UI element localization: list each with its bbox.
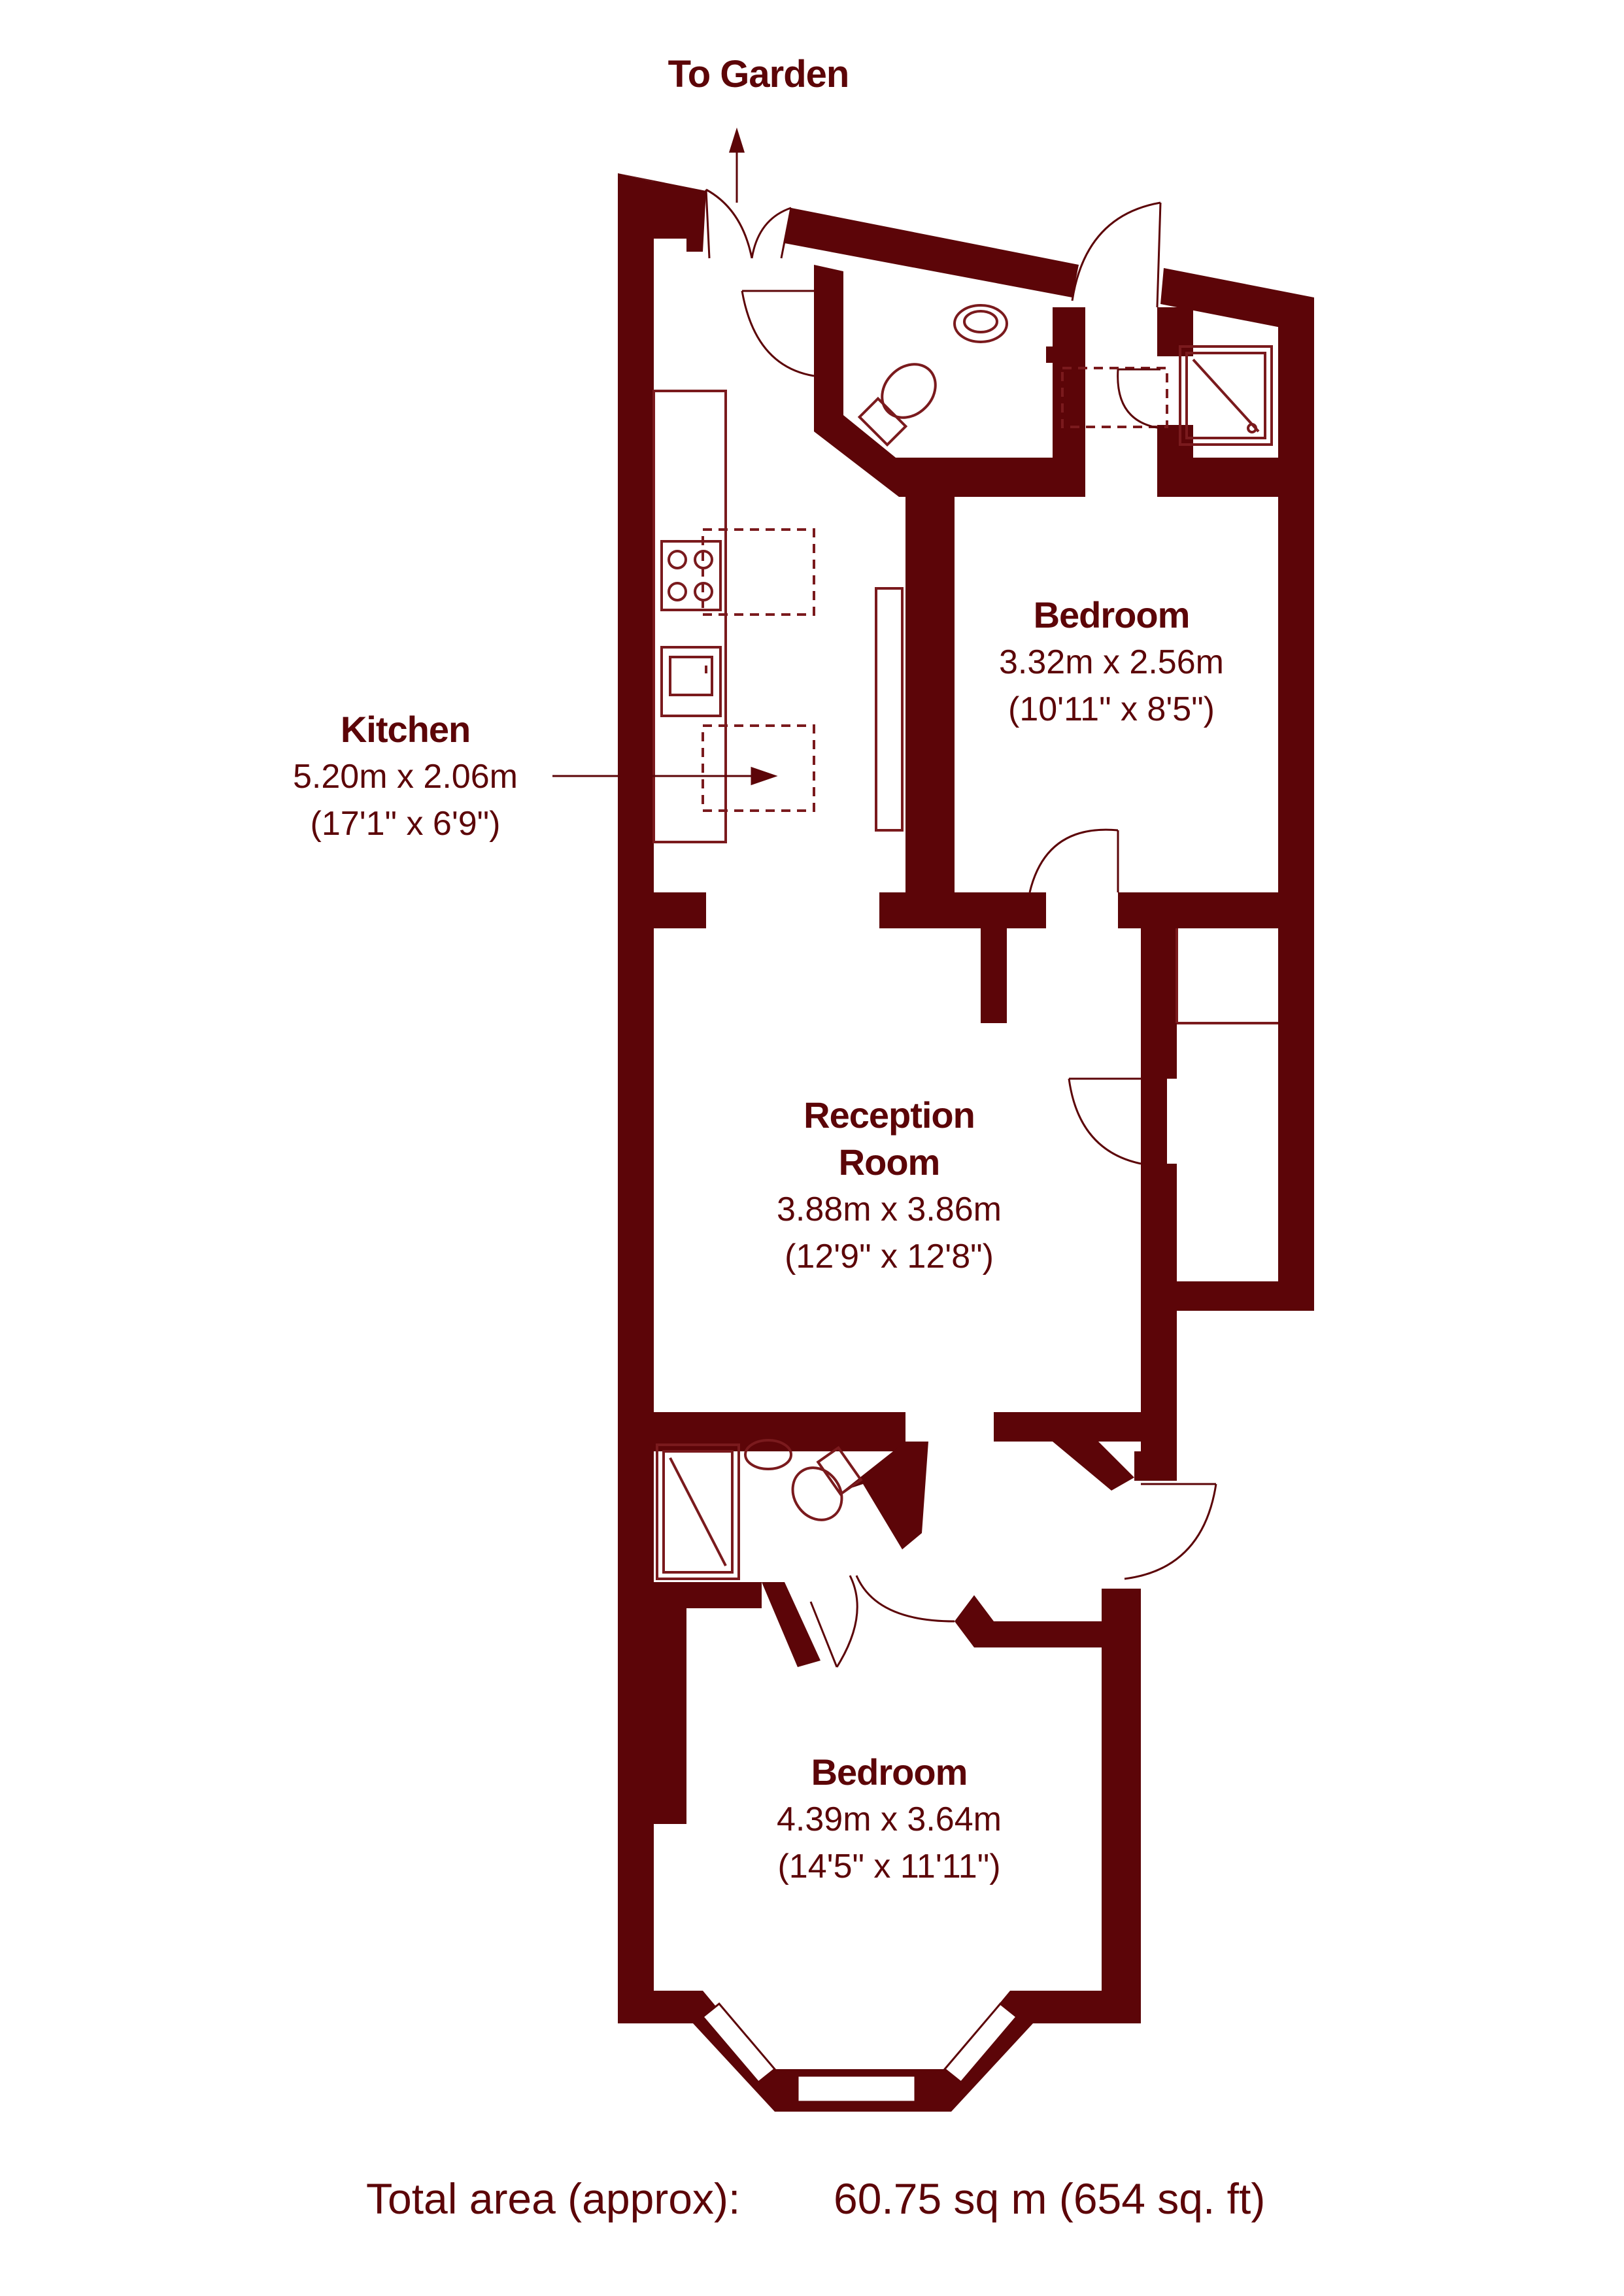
room-name-line1: Reception — [804, 1094, 975, 1136]
wc-toilet — [881, 363, 937, 419]
reception-bottom-left — [654, 1412, 905, 1442]
kitchen-reception-wall-mid — [879, 892, 1046, 928]
garden-arrow-head — [728, 127, 745, 153]
ensuite-slant-wall — [843, 1442, 928, 1549]
hall-slant — [1053, 1442, 1134, 1491]
room-name: Kitchen — [340, 709, 471, 750]
ensuite-toilet — [791, 1466, 843, 1521]
bay-windows — [701, 2002, 1019, 2103]
outer-wall-right-lower — [1102, 1589, 1141, 2023]
wc-top-wall — [814, 265, 843, 379]
dashed-appliance-1 — [702, 528, 815, 616]
kitchen-reception-wall-left — [654, 892, 706, 928]
wc-right-wall — [1053, 307, 1085, 497]
room-label-bedroom-top: Bedroom 3.32m x 2.56m (10'11" x 8'5") — [928, 592, 1294, 733]
room-metric: 3.88m x 3.86m — [777, 1190, 1002, 1228]
doors — [705, 188, 1217, 1668]
reception-bottom-right — [994, 1412, 1177, 1442]
shower-door — [1156, 202, 1162, 308]
top-wall-right — [1160, 268, 1314, 333]
wc-basin — [953, 304, 1008, 343]
bay-window-right — [943, 2002, 1019, 2084]
shower-top-left-wall — [1157, 307, 1193, 356]
room-imperial: (14'5" x 11'11") — [777, 1848, 1001, 1885]
wc-lower-wall — [814, 379, 1053, 497]
kitchen-unit — [875, 587, 904, 832]
walls — [618, 173, 1314, 2112]
room-name: Bedroom — [1033, 594, 1191, 635]
room-label-bedroom-bottom: Bedroom 4.39m x 3.64m (14'5" x 11'11") — [706, 1749, 1072, 1890]
reception-stub — [981, 928, 1007, 1023]
hall-lower-right — [955, 1595, 1105, 1647]
wc-inner — [1046, 346, 1085, 363]
fixtures — [652, 304, 1278, 1580]
garden-door-left — [705, 189, 711, 259]
room-metric: 3.32m x 2.56m — [999, 643, 1224, 681]
top-wall-kitchen — [618, 173, 706, 252]
top-wall-slanted — [785, 208, 1079, 297]
ensuite-door — [836, 1575, 858, 1668]
bedroom-bottom-wall — [1118, 892, 1314, 928]
total-area: Total area (approx): 60.75 sq m (654 sq.… — [366, 2174, 1347, 2223]
shower-wall-bottom — [1157, 458, 1281, 497]
cupboard-wall-3 — [1141, 1281, 1314, 1311]
room-name: Bedroom — [811, 1751, 968, 1793]
bay-window-center — [796, 2074, 917, 2103]
kitchen-sink — [660, 646, 722, 717]
room-imperial: (12'9" x 12'8") — [785, 1238, 994, 1275]
room-imperial: (10'11" x 8'5") — [1008, 690, 1215, 728]
ensuite-basin — [744, 1439, 792, 1470]
room-metric: 5.20m x 2.06m — [293, 758, 518, 796]
room-label-reception: Reception Room 3.88m x 3.86m (12'9" x 12… — [706, 1092, 1072, 1280]
shower-tray-top — [1179, 345, 1273, 446]
ensuite-door-wall — [762, 1582, 820, 1667]
dashed-appliance-2 — [702, 724, 815, 812]
room-metric: 4.39m x 3.64m — [777, 1800, 1002, 1838]
cupboard-wall-2 — [1141, 1164, 1177, 1311]
bedroom-right-wall — [1278, 497, 1314, 928]
kitchen-worktop — [652, 390, 727, 843]
arrows — [552, 127, 778, 786]
shower-tray-bottom — [656, 1443, 740, 1580]
garden-door-right — [751, 207, 792, 259]
hob — [660, 540, 722, 611]
outer-wall-left — [618, 173, 654, 2023]
garden-label: To Garden — [668, 53, 850, 95]
kitchen-arrow-head — [751, 766, 778, 786]
hall-door — [855, 1575, 955, 1623]
ensuite-bottom-wall — [654, 1582, 762, 1608]
room-imperial: (17'1" x 6'9") — [310, 805, 501, 843]
total-area-label: Total area (approx): — [366, 2174, 741, 2223]
cupboard-left-wall — [1141, 928, 1177, 1164]
total-area-value: 60.75 sq m (654 sq. ft) — [834, 2174, 1266, 2223]
room-name-line2: Room — [838, 1141, 941, 1183]
bay-left-step — [654, 1608, 686, 1824]
chimney — [905, 615, 935, 713]
bay-window-left — [701, 2002, 777, 2084]
room-label-kitchen: Kitchen 5.20m x 2.06m (17'1" x 6'9") — [248, 706, 562, 847]
hall-right-wall — [1134, 1451, 1177, 1481]
